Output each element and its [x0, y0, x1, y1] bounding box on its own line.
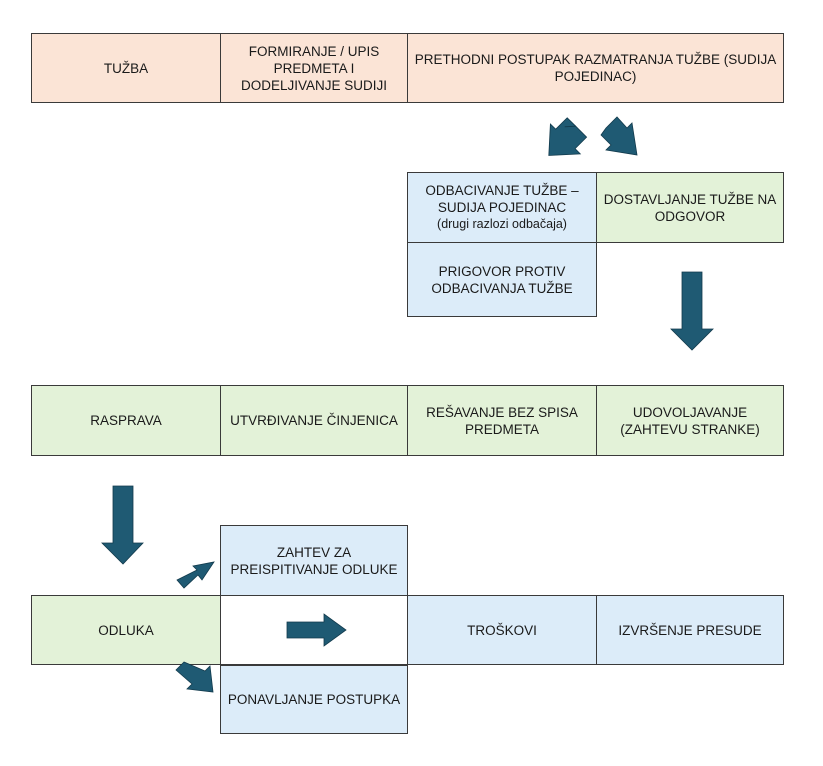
- step-odbacivanje-label: ODBACIVANJE TUŽBE – SUDIJA POJEDINAC: [425, 183, 579, 215]
- arrow-down-left-icon: [548, 117, 588, 156]
- step-tuzba-label: TUŽBA: [103, 60, 149, 76]
- step-tuzba: TUŽBA: [31, 33, 221, 103]
- step-odbacivanje-note: (drugi razlozi odbačaja): [437, 217, 567, 231]
- step-odluka-label: ODLUKA: [98, 622, 154, 638]
- step-odluka: ODLUKA: [31, 595, 221, 665]
- step-udovoljavanje-label: UDOVOLJAVANJE (ZAHTEVU STRANKE): [620, 404, 760, 437]
- step-zahtev-label: ZAHTEV ZA PREISPITIVANJE ODLUKE: [230, 544, 398, 577]
- step-troskovi: TROŠKOVI: [407, 595, 597, 665]
- step-resavanje: REŠAVANJE BEZ SPISA PREDMETA: [407, 385, 597, 456]
- step-prethodni-postupak: PRETHODNI POSTUPAK RAZMATRANJA TUŽBE (SU…: [407, 33, 784, 103]
- arrow-up-right-icon: [176, 561, 215, 589]
- step-utvrdjivanje-label: UTVRĐIVANJE ČINJENICA: [230, 413, 398, 428]
- step-odbacivanje: ODBACIVANJE TUŽBE – SUDIJA POJEDINAC (dr…: [407, 172, 597, 243]
- step-izvrsenje: IZVRŠENJE PRESUDE: [596, 595, 784, 665]
- step-dostavljanje-label: DOSTAVLJANJE TUŽBE NA ODGOVOR: [603, 191, 777, 224]
- step-rasprava-label: RASPRAVA: [90, 413, 162, 428]
- step-izvrsenje-label: IZVRŠENJE PRESUDE: [618, 622, 762, 638]
- step-prethodni-postupak-label: PRETHODNI POSTUPAK RAZMATRANJA TUŽBE (SU…: [414, 52, 777, 84]
- arrow-right-icon: [286, 613, 347, 647]
- arrow-down-right-icon: [175, 661, 214, 693]
- step-resavanje-label: REŠAVANJE BEZ SPISA PREDMETA: [426, 404, 578, 437]
- step-ponavljanje: PONAVLJANJE POSTUPKA: [220, 665, 408, 734]
- step-udovoljavanje: UDOVOLJAVANJE (ZAHTEVU STRANKE): [596, 385, 784, 456]
- arrow-down-icon: [101, 485, 144, 565]
- arrow-down-icon: [670, 271, 714, 351]
- arrow-down-right-icon: [600, 116, 638, 156]
- step-zahtev-preispitivanje: ZAHTEV ZA PREISPITIVANJE ODLUKE: [220, 525, 408, 596]
- step-troskovi-label: TROŠKOVI: [467, 622, 537, 638]
- step-dostavljanje: DOSTAVLJANJE TUŽBE NA ODGOVOR: [596, 172, 784, 243]
- step-prigovor-label: PRIGOVOR PROTIV ODBACIVANJA TUŽBE: [431, 263, 573, 296]
- step-prigovor: PRIGOVOR PROTIV ODBACIVANJA TUŽBE: [407, 242, 597, 317]
- step-ponavljanje-label: PONAVLJANJE POSTUPKA: [227, 692, 401, 707]
- step-rasprava: RASPRAVA: [31, 385, 221, 456]
- step-formiranje-label: FORMIRANJE / UPIS PREDMETA I DODELJIVANJ…: [240, 43, 388, 93]
- step-utvrdjivanje: UTVRĐIVANJE ČINJENICA: [220, 385, 408, 456]
- step-formiranje: FORMIRANJE / UPIS PREDMETA I DODELJIVANJ…: [220, 33, 408, 103]
